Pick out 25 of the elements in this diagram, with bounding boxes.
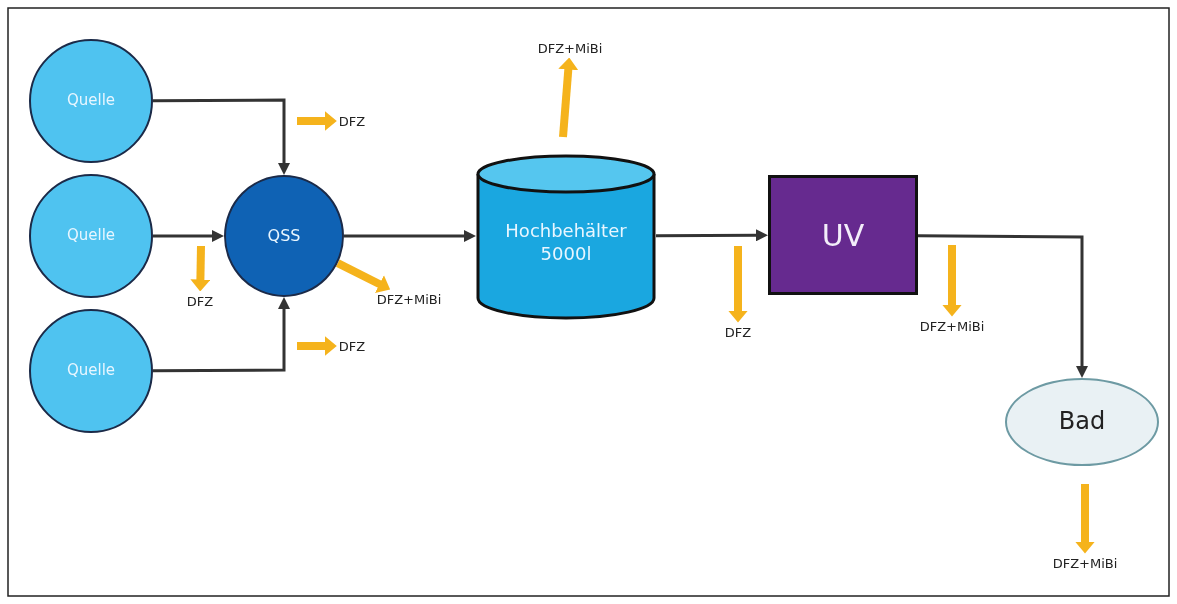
flow-arrow	[153, 230, 224, 242]
node-label: Hochbehälter 5000l	[504, 218, 628, 266]
node-label: Quelle	[66, 91, 116, 111]
flow-arrow	[153, 297, 290, 373]
flow-arrow	[344, 230, 476, 242]
sample-label: DFZ+MiBi	[918, 317, 986, 335]
node-label: Quelle	[66, 226, 116, 246]
node-label: QSS	[267, 225, 301, 247]
flow-arrow	[656, 229, 768, 242]
flow-arrow	[153, 98, 290, 175]
sampling-arrow	[335, 259, 391, 294]
sample-label: DFZ+MiBi	[1051, 554, 1119, 572]
sample-label: DFZ	[337, 337, 367, 355]
node-label: Bad	[1058, 406, 1106, 438]
node-label: Quelle	[66, 361, 116, 381]
sample-label: DFZ+MiBi	[536, 39, 604, 57]
sampling-arrow	[190, 245, 211, 292]
sample-label: DFZ	[723, 323, 753, 341]
flow-arrow	[918, 234, 1088, 378]
sampling-arrow	[558, 57, 579, 138]
node-label: UV	[821, 216, 865, 255]
sample-label: DFZ	[337, 112, 367, 130]
sample-label: DFZ	[185, 292, 215, 310]
uv-unit-box	[768, 175, 918, 295]
sample-label: DFZ+MiBi	[375, 290, 443, 308]
